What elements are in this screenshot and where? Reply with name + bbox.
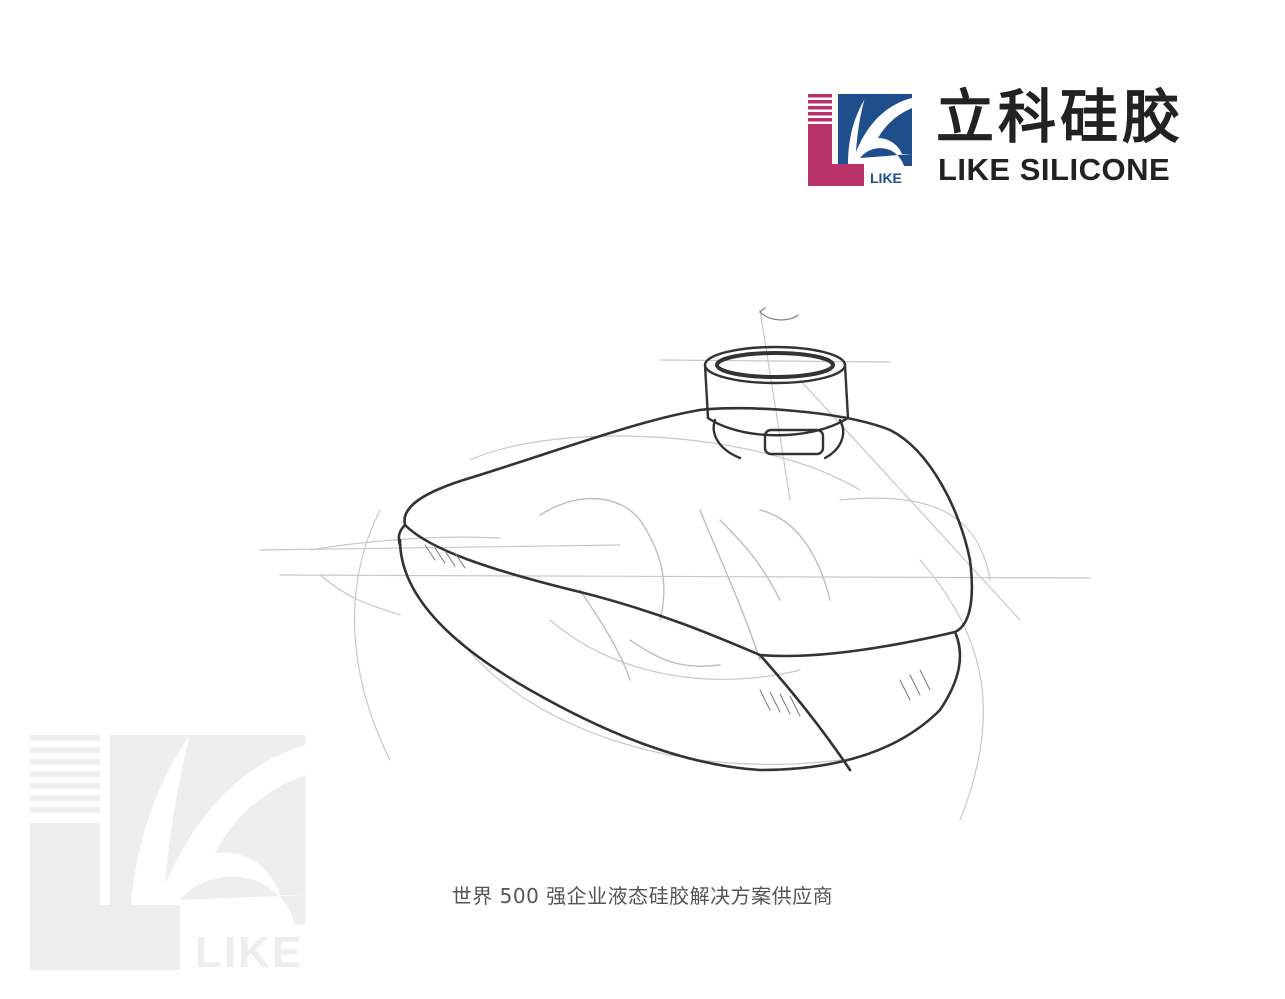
watermark-logo-icon: LIKE [30,735,305,975]
brand-logo: LIKE 立科硅胶 LIKE SILICONE [808,88,1208,194]
like-logo-icon: LIKE [808,94,912,186]
logo-letters: LIKE [870,170,902,186]
brand-name-en: LIKE SILICONE [938,152,1171,187]
tagline: 世界 500 强企业液态硅胶解决方案供应商 [451,884,834,908]
watermark-letters: LIKE [195,928,303,975]
mask-sketch-icon [259,307,1091,821]
brand-name-cn: 立科硅胶 [936,83,1185,151]
